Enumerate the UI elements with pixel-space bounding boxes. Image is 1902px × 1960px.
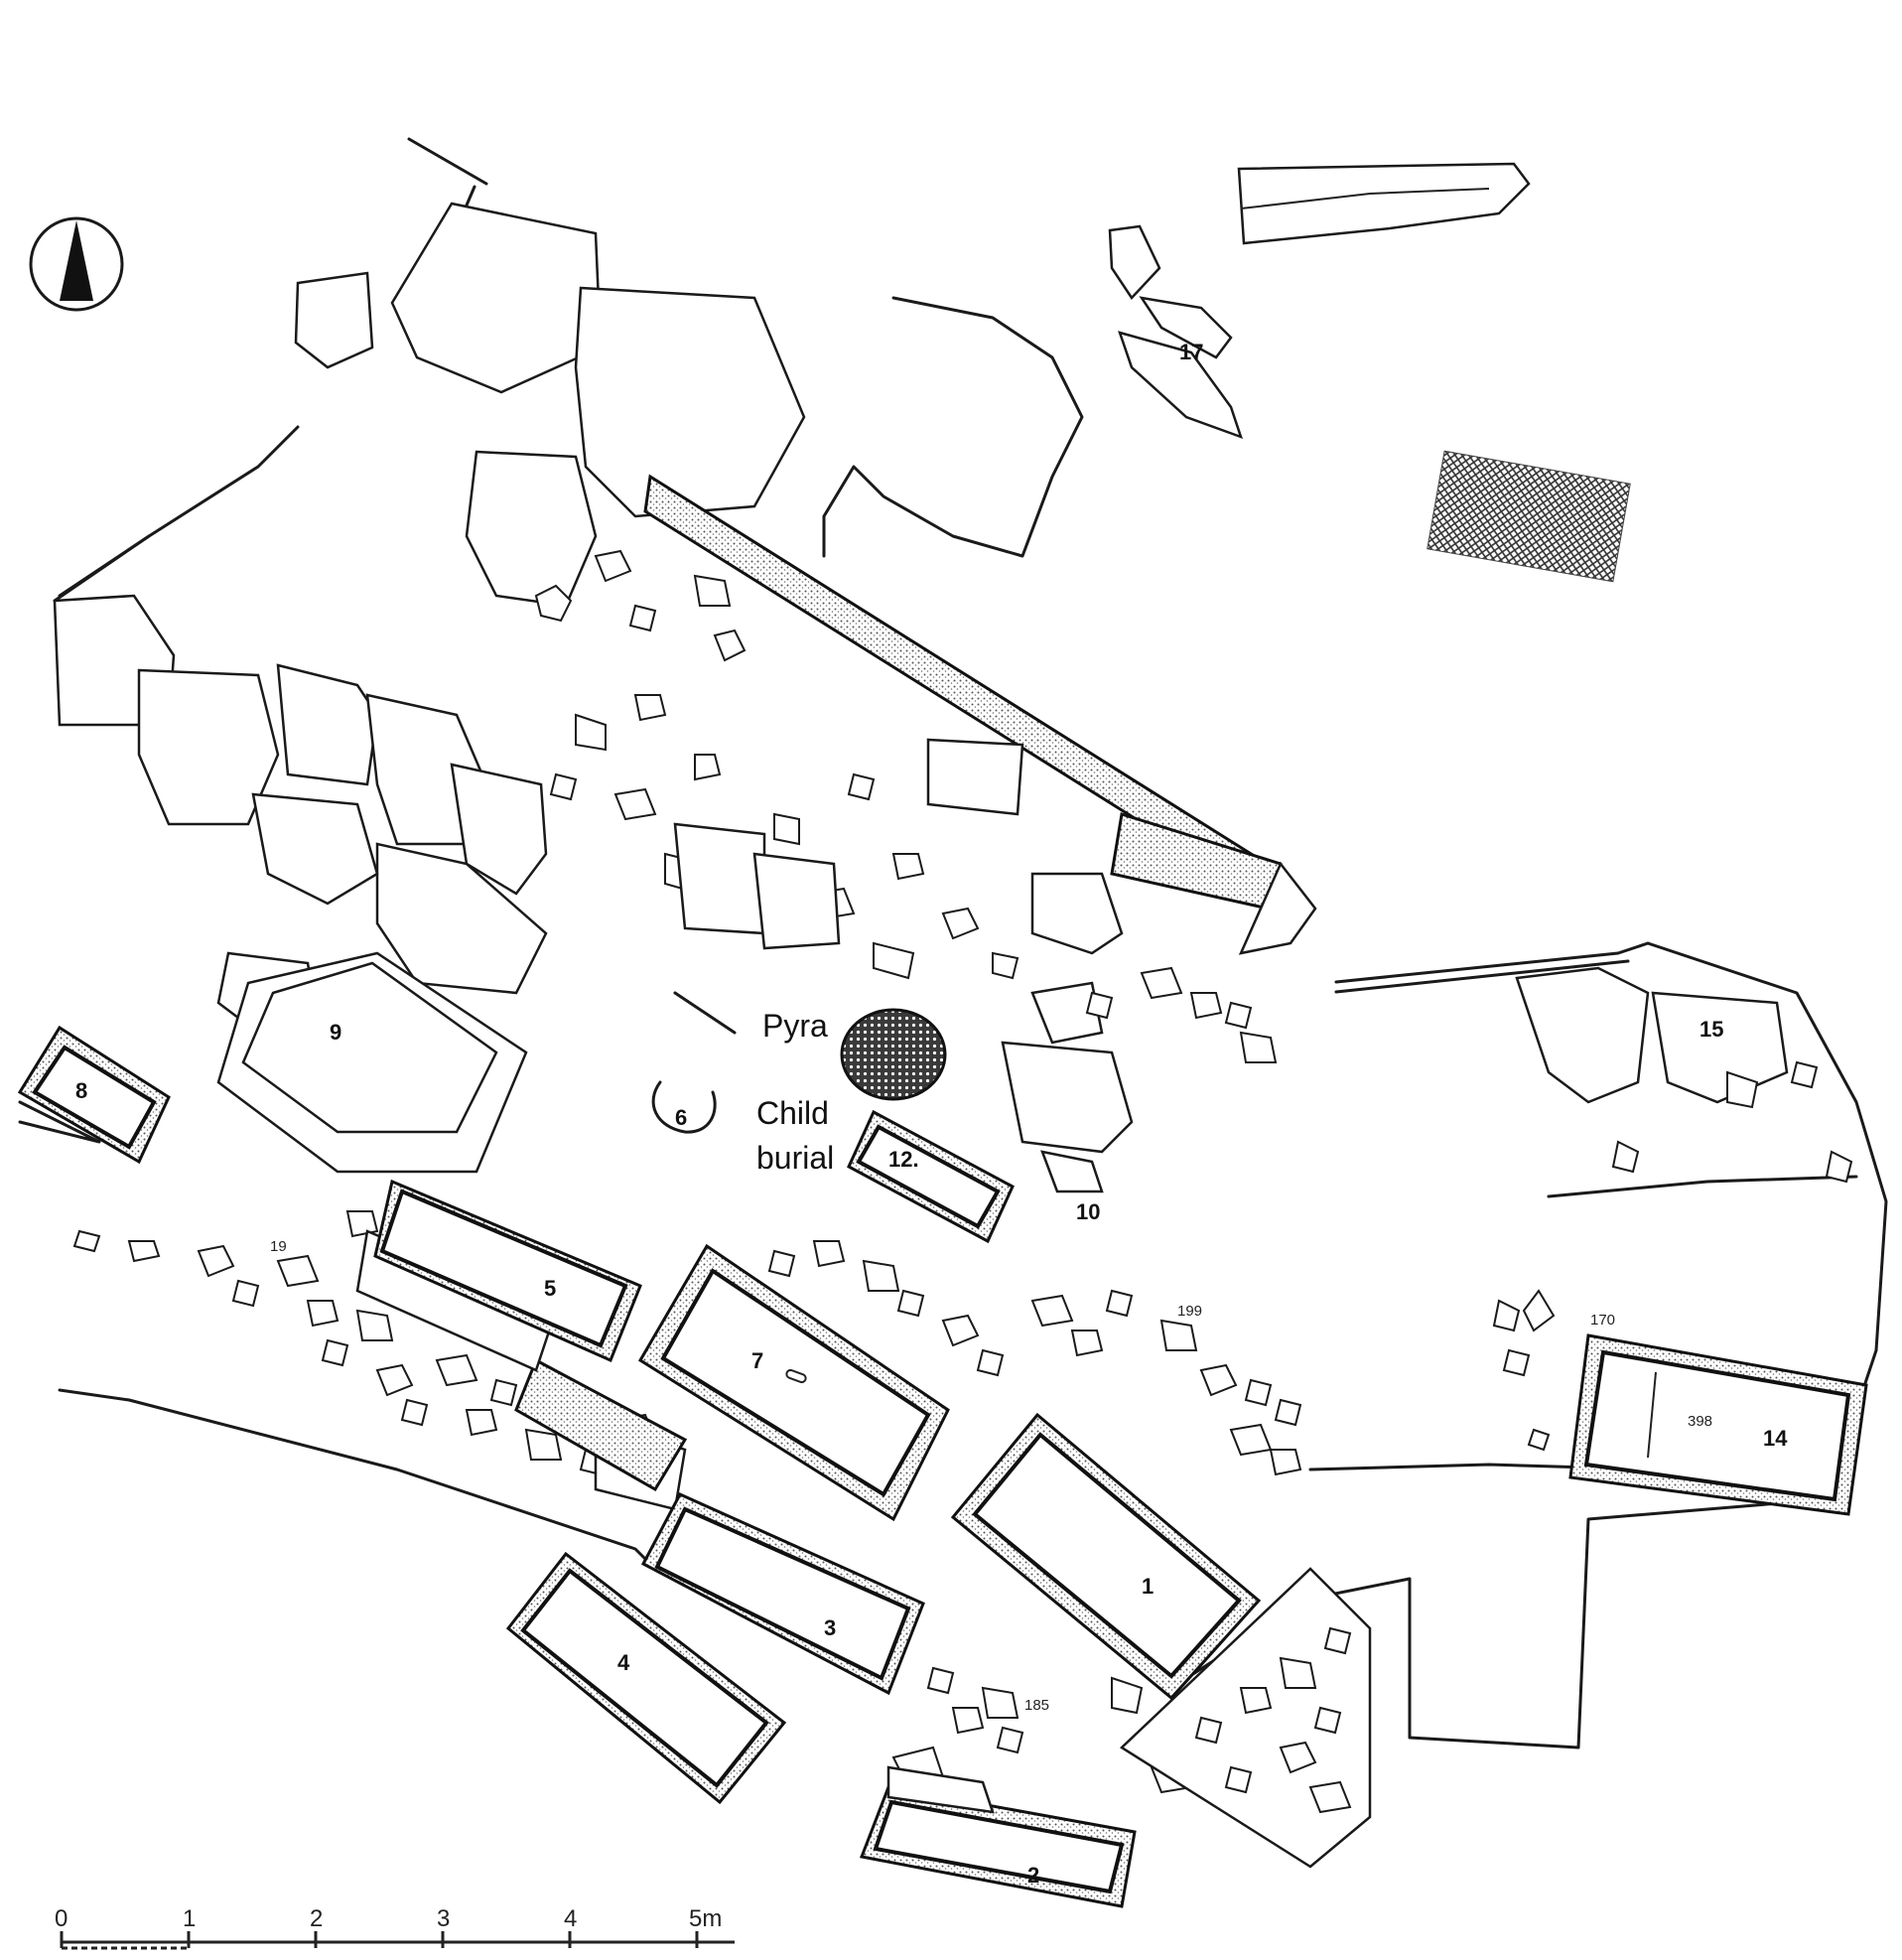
rubble-triangle — [1119, 1567, 1372, 1869]
tomb-label-14: 14 — [1763, 1426, 1788, 1451]
long-stippled-wall — [643, 474, 1317, 955]
tomb-8: 8 — [17, 1025, 171, 1165]
tomb-label-8: 8 — [75, 1078, 87, 1103]
scale-tick-2: 2 — [310, 1905, 323, 1932]
tomb-5: 5 — [373, 1179, 642, 1363]
tomb-10: 10 — [1040, 1150, 1104, 1224]
tomb-14: 14 398 170 — [1568, 1312, 1868, 1516]
tomb-label-9: 9 — [330, 1020, 341, 1045]
pyra-label: Pyra — [762, 1008, 828, 1044]
tomb-4: 4 — [505, 1551, 787, 1805]
tomb-3: 3 — [640, 1492, 925, 1696]
north-arrow-icon — [29, 216, 124, 312]
tomb-label-1: 1 — [1142, 1574, 1154, 1599]
excavation-outline — [18, 137, 1888, 1750]
find-number-185: 185 — [1024, 1697, 1049, 1714]
find-number-199: 199 — [1177, 1303, 1202, 1320]
child-burial: Child burial 12. — [756, 1095, 1015, 1244]
tomb-15: 15 — [1699, 1017, 1723, 1042]
find-numbers: 199 185 19 — [270, 1238, 1202, 1714]
tomb-label-7: 7 — [751, 1348, 763, 1373]
tomb-label-2: 2 — [1027, 1863, 1039, 1888]
child-burial-label-line1: Child — [756, 1095, 829, 1131]
find-number-398: 398 — [1688, 1413, 1712, 1430]
scale-tick-0: 0 — [55, 1905, 68, 1932]
scale-tick-5m: 5m — [689, 1905, 722, 1932]
pyra: Pyra — [762, 1008, 947, 1101]
scale-tick-3: 3 — [437, 1905, 450, 1932]
tomb-label-4: 4 — [617, 1650, 630, 1675]
tomb-6: 6 — [651, 1080, 717, 1134]
find-number-170: 170 — [1590, 1312, 1615, 1329]
tomb-label-6: 6 — [675, 1105, 687, 1130]
tomb-label-15: 15 — [1699, 1017, 1723, 1042]
child-burial-label-line2: burial — [756, 1140, 834, 1176]
tomb-17: 17 — [1179, 340, 1203, 364]
tomb-9: 9 — [216, 951, 528, 1174]
stone-wall-complex — [53, 202, 806, 1144]
tomb-label-10: 10 — [1076, 1199, 1100, 1224]
scale-tick-1: 1 — [183, 1905, 196, 1932]
find-number-19: 19 — [270, 1238, 287, 1255]
tomb-label-3: 3 — [824, 1615, 836, 1640]
tomb-label-17: 17 — [1179, 340, 1203, 364]
tomb-label-12: 12. — [888, 1147, 919, 1172]
tomb-1: 1 — [950, 1412, 1262, 1701]
fragment-top-right — [1108, 162, 1631, 583]
tomb-label-5: 5 — [544, 1276, 556, 1301]
tomb-2: 2 — [859, 1765, 1137, 1908]
scale-bar: 0 1 2 3 4 5m — [55, 1905, 735, 1950]
scale-tick-4: 4 — [564, 1905, 577, 1932]
tomb-7: 7 — [637, 1243, 950, 1522]
